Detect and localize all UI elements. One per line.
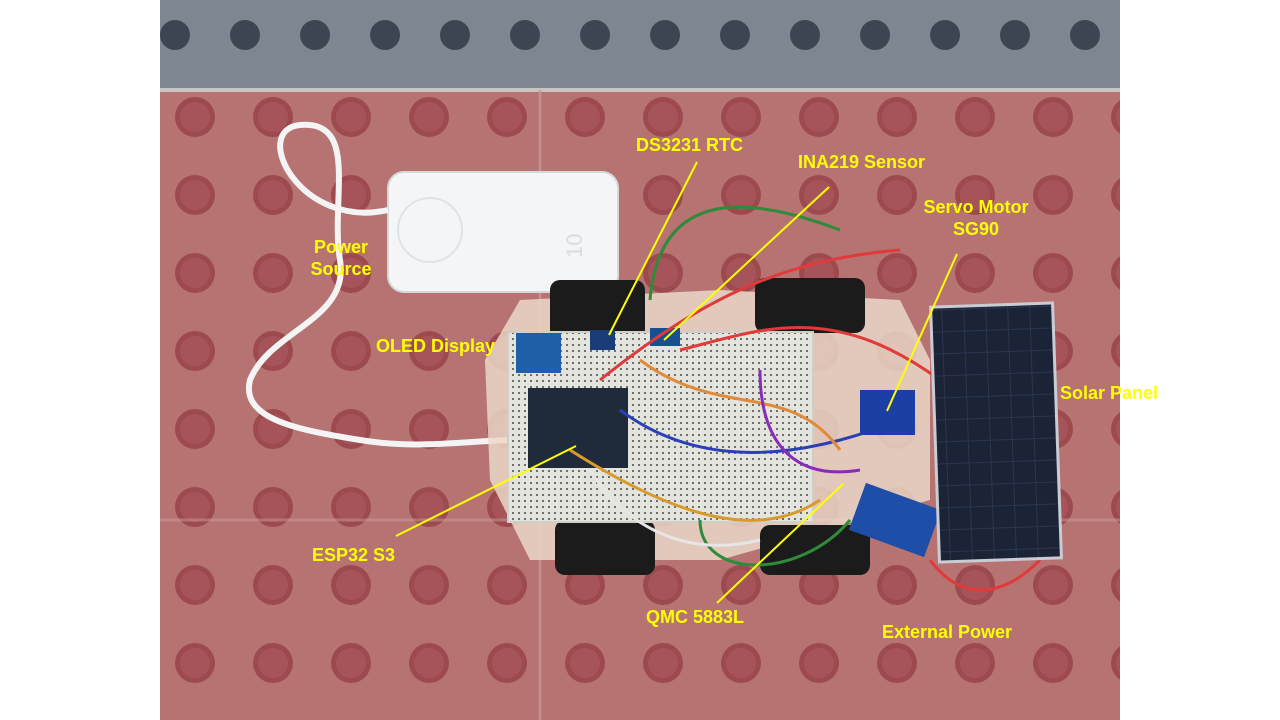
ds3231-rtc-label: DS3231 RTC	[636, 135, 744, 155]
rtc-module	[590, 330, 615, 350]
svg-text:10: 10	[562, 234, 587, 258]
leader-lines	[395, 161, 958, 604]
power-source-label: Power Source	[300, 236, 382, 280]
usb-cable	[245, 121, 521, 448]
oled-module	[516, 333, 561, 373]
oled-display-label: OLED Display	[376, 336, 496, 356]
solar-panel	[929, 301, 1063, 564]
servo-motor	[860, 390, 915, 435]
external-power-label: External Power	[882, 622, 1013, 642]
esp32-s3-label: ESP32 S3	[312, 545, 396, 565]
servo-motor-label-line2: SG90	[952, 219, 1000, 239]
buck-converter	[848, 482, 942, 558]
servo-motor-label: Servo Motor SG90	[916, 196, 1036, 240]
servo-motor-label-line1: Servo Motor	[923, 197, 1029, 217]
power-source-label-line1: Power	[313, 237, 369, 257]
qmc5883l-label: QMC 5883L	[646, 607, 745, 627]
solar-panel-label: Solar Panel	[1060, 383, 1159, 403]
jumper-wires	[569, 205, 1042, 592]
ina219-sensor-label: INA219 Sensor	[798, 152, 926, 172]
power-source-label-line2: Source	[310, 259, 372, 279]
power-bank: 10	[387, 171, 619, 293]
